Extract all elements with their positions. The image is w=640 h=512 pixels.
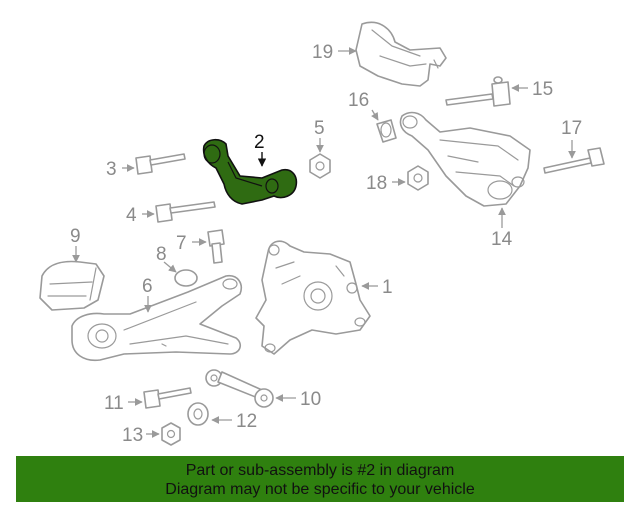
- callout-16: 16: [348, 90, 369, 111]
- banner-line-2: Diagram may not be specific to your vehi…: [165, 481, 475, 498]
- part-8-cap: [174, 269, 198, 287]
- part-4-bolt: [155, 201, 216, 223]
- callout-8: 8: [156, 244, 167, 265]
- callout-17: 17: [561, 118, 582, 139]
- part-2-upper-control-arm: [202, 138, 298, 205]
- part-1-steering-knuckle: [255, 240, 371, 355]
- banner-line-1: Part or sub-assembly is #2 in diagram: [185, 462, 455, 479]
- callout-2: 2: [254, 132, 265, 153]
- callout-11: 11: [104, 393, 124, 414]
- part-3-bolt: [135, 153, 186, 175]
- part-11-bolt: [143, 387, 192, 409]
- part-15-bolt: [445, 76, 511, 107]
- part-5-nut: [309, 153, 331, 179]
- part-12-washer: [187, 402, 209, 426]
- callout-5: 5: [314, 118, 325, 139]
- callout-13: 13: [122, 425, 143, 446]
- callout-18: 18: [366, 173, 387, 194]
- part-14-rear-lower-arm: [399, 111, 531, 207]
- part-10-stabilizer-link: [205, 369, 274, 408]
- part-16-bushing: [376, 119, 397, 143]
- callout-10: 10: [300, 389, 321, 410]
- callout-15: 15: [532, 79, 553, 100]
- callout-19: 19: [312, 42, 333, 63]
- callout-9: 9: [70, 226, 81, 247]
- callout-1: 1: [382, 277, 393, 298]
- callout-6: 6: [142, 276, 153, 297]
- leader-16: [371, 109, 379, 121]
- part-7-bolt: [207, 229, 225, 264]
- part-17-bolt: [543, 147, 605, 174]
- callout-3: 3: [106, 159, 117, 180]
- leader-8: [163, 261, 177, 273]
- part-19-shield: [355, 21, 447, 87]
- part-13-nut: [161, 422, 181, 446]
- callout-12: 12: [236, 411, 257, 432]
- part-6-lower-arm: [71, 274, 242, 362]
- part-9-cover: [39, 260, 105, 311]
- exploded-parts-diagram: 19 15 16 14 17 18 5: [39, 21, 605, 446]
- callout-14: 14: [491, 229, 513, 250]
- part-18-nut: [407, 165, 429, 191]
- fitment-notice-banner: Part or sub-assembly is #2 in diagram Di…: [16, 456, 624, 502]
- callout-7: 7: [176, 233, 187, 254]
- callout-4: 4: [126, 205, 137, 226]
